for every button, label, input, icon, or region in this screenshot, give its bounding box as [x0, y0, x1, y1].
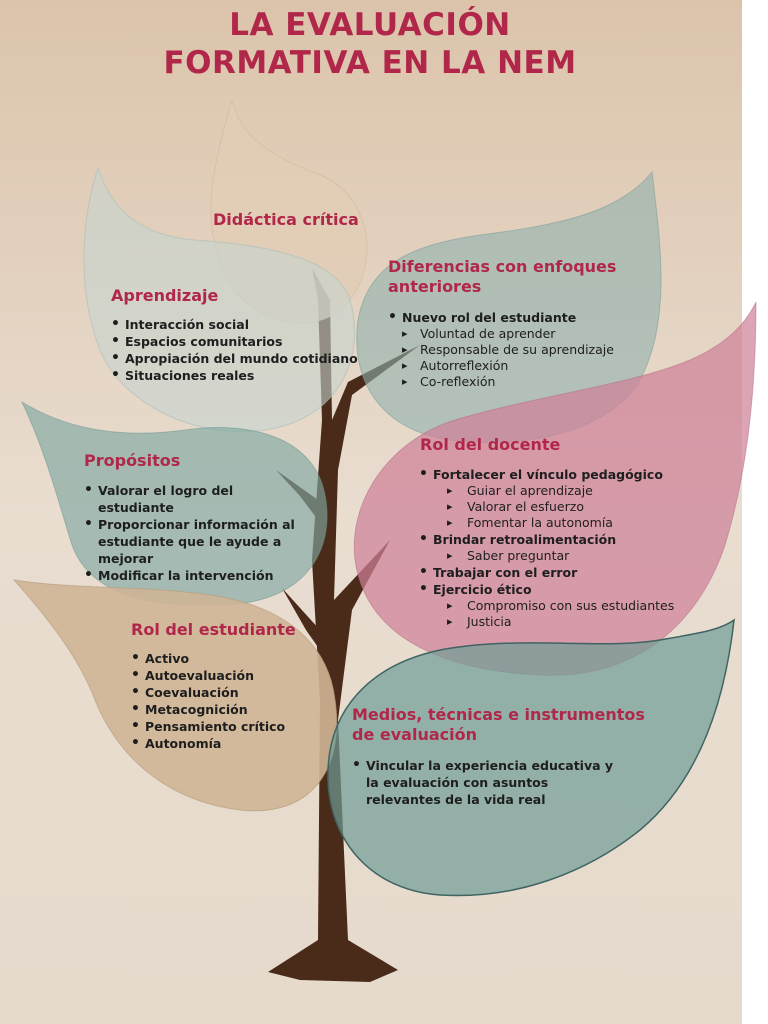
propositos-heading: Propósitos: [84, 451, 181, 470]
page-title-line2: FORMATIVA EN LA NEM: [163, 45, 577, 81]
list-item: Proporcionar información al estudiante q…: [84, 516, 299, 567]
list-item: Coevaluación: [131, 684, 321, 701]
list-item: Trabajar con el error: [419, 564, 699, 581]
docente-list: Fortalecer el vínculo pedagógico Guiar e…: [419, 466, 699, 630]
list-subitem: Voluntad de aprender: [388, 326, 668, 342]
list-subitem: Justicia: [419, 614, 699, 630]
estudiante-list: Activo Autoevaluación Coevaluación Metac…: [131, 650, 321, 752]
list-item: Fortalecer el vínculo pedagógico: [419, 466, 699, 483]
list-item: Espacios comunitarios: [111, 333, 371, 350]
list-subitem: Guiar el aprendizaje: [419, 483, 699, 499]
tree-trunk: [268, 268, 420, 982]
list-item: Valorar el logro del estudiante: [84, 482, 299, 516]
list-item: Situaciones reales: [111, 367, 371, 384]
list-subitem: Autorreflexión: [388, 358, 668, 374]
list-subitem: Responsable de su aprendizaje: [388, 342, 668, 358]
aprendizaje-heading: Aprendizaje: [111, 286, 219, 305]
page-title-line1: LA EVALUACIÓN: [229, 7, 511, 43]
diferencias-list: Nuevo rol del estudiante Voluntad de apr…: [388, 309, 668, 390]
list-item: Interacción social: [111, 316, 371, 333]
list-item: Ejercicio ético: [419, 581, 699, 598]
docente-heading: Rol del docente: [420, 435, 561, 454]
list-subitem: Fomentar la autonomía: [419, 515, 699, 531]
propositos-list: Valorar el logro del estudiante Proporci…: [84, 482, 299, 584]
list-item: Activo: [131, 650, 321, 667]
aprendizaje-list: Interacción social Espacios comunitarios…: [111, 316, 371, 384]
list-item: Vincular la experiencia educativa y la e…: [352, 757, 627, 808]
list-subitem: Saber preguntar: [419, 548, 699, 564]
didactica-heading: Didáctica crítica: [213, 210, 359, 229]
list-subitem: Valorar el esfuerzo: [419, 499, 699, 515]
medios-list: Vincular la experiencia educativa y la e…: [352, 757, 627, 808]
diferencias-heading: Diferencias con enfoques anteriores: [388, 257, 617, 296]
list-item: Modificar la intervención: [84, 567, 299, 584]
list-item: Pensamiento crítico: [131, 718, 321, 735]
list-item: Brindar retroalimentación: [419, 531, 699, 548]
list-item: Metacognición: [131, 701, 321, 718]
list-subitem: Compromiso con sus estudiantes: [419, 598, 699, 614]
list-item: Autoevaluación: [131, 667, 321, 684]
list-item: Apropiación del mundo cotidiano: [111, 350, 371, 367]
estudiante-heading: Rol del estudiante: [131, 620, 296, 639]
list-subitem: Co-reflexión: [388, 374, 668, 390]
medios-heading: Medios, técnicas e instrumentos de evalu…: [352, 705, 645, 744]
list-item: Nuevo rol del estudiante: [388, 309, 668, 326]
list-item: Autonomía: [131, 735, 321, 752]
